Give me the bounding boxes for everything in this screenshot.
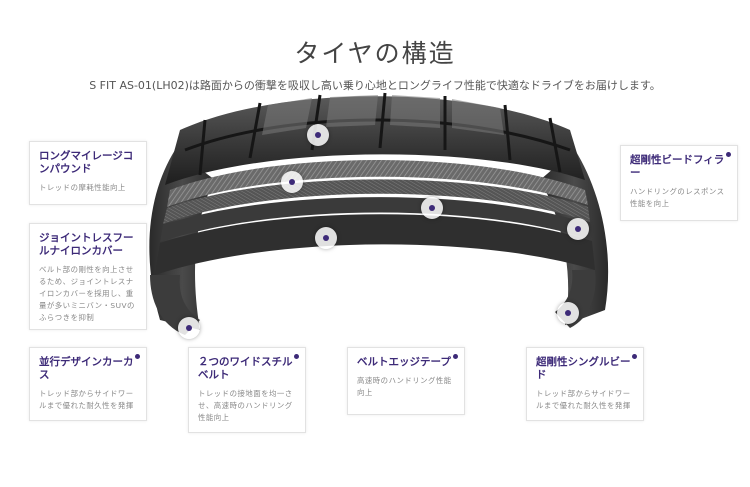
callout-title: ジョイントレスフールナイロンカバー <box>39 232 134 257</box>
callout-title: 超剛性ビードフィラー <box>630 154 725 179</box>
marker-compound[interactable] <box>281 171 303 193</box>
callout-wide-steel[interactable]: ２つのワイドスチルベルト トレッドの接地面を均一させ、高速時のハンドリング性能向… <box>188 347 306 433</box>
page-title: タイヤの構造 <box>294 39 456 68</box>
callout-title: ロングマイレージコンパウンド <box>39 150 134 175</box>
corner-dot-icon <box>726 152 731 157</box>
callout-desc: 高速時のハンドリング性能向上 <box>357 376 452 397</box>
callout-title: ベルトエッジテープ <box>357 356 451 368</box>
callout-bead-filler[interactable]: 超剛性ビードフィラー ハンドリングのレスポンス性能を向上 <box>620 145 738 221</box>
callout-belt-edge[interactable]: ベルトエッジテープ 高速時のハンドリング性能向上 <box>347 347 465 415</box>
callout-desc: トレッドの接地面を均一させ、高速時のハンドリング性能向上 <box>198 389 293 422</box>
corner-dot-icon <box>294 354 299 359</box>
callout-parallel-design[interactable]: 並行デザインカーカス トレッド部からサイドワールまで優れた耐久性を発揮 <box>29 347 147 421</box>
callout-desc: ベルト部の剛性を向上させるため、ジョイントレスナイロンカバーを採用し、重量が多い… <box>39 265 135 322</box>
callout-title: ２つのワイドスチルベルト <box>198 356 293 381</box>
callout-title: 並行デザインカーカス <box>39 356 134 381</box>
callout-desc: ハンドリングのレスポンス性能を向上 <box>630 187 725 208</box>
callout-desc: トレッド部からサイドワールまで優れた耐久性を発揮 <box>536 389 631 410</box>
marker-single-bead[interactable] <box>557 302 579 324</box>
callout-desc: トレッド部からサイドワールまで優れた耐久性を発揮 <box>39 389 134 410</box>
callout-title: 超剛性シングルビード <box>536 356 631 381</box>
marker-nylon-cover[interactable] <box>315 227 337 249</box>
corner-dot-icon <box>453 354 458 359</box>
callout-jointless[interactable]: ジョイントレスフールナイロンカバー ベルト部の剛性を向上させるため、ジョイントレ… <box>29 223 147 330</box>
callout-single-bead[interactable]: 超剛性シングルビード トレッド部からサイドワールまで優れた耐久性を発揮 <box>526 347 644 421</box>
marker-tread[interactable] <box>307 124 329 146</box>
corner-dot-icon <box>632 354 637 359</box>
marker-belt[interactable] <box>421 197 443 219</box>
page-subtitle: S FIT AS-01(LH02)は路面からの衝撃を吸収し高い乗り心地とロングラ… <box>89 79 661 92</box>
corner-dot-icon <box>135 354 140 359</box>
callout-desc: トレッドの摩耗性能向上 <box>39 183 126 192</box>
marker-carcass[interactable] <box>178 317 200 339</box>
marker-bead-filler[interactable] <box>567 218 589 240</box>
callout-long-mileage[interactable]: ロングマイレージコンパウンド トレッドの摩耗性能向上 <box>29 141 147 205</box>
